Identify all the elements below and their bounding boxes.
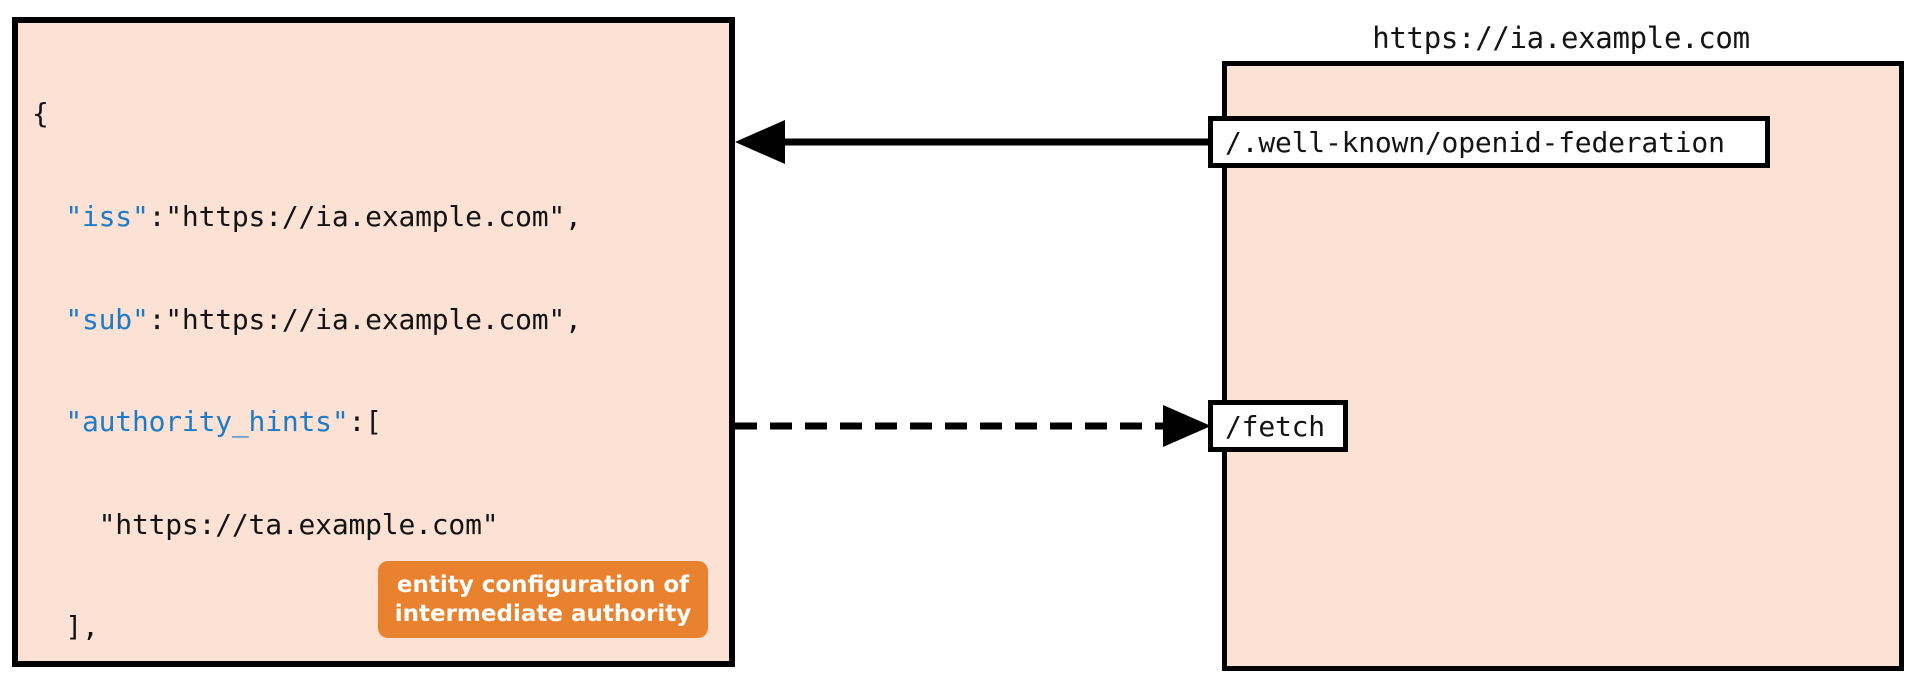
- connector-fetch-dashed: [700, 405, 1211, 447]
- endpoint-well-known-openid-federation[interactable]: /.well-known/openid-federation: [1208, 116, 1770, 168]
- json-line: "sub":"https://ia.example.com",: [32, 303, 682, 337]
- json-line: ],: [32, 610, 682, 644]
- badge-line-1: entity configuration of: [396, 571, 690, 598]
- json-token: :"https://ia.example.com",: [148, 302, 582, 336]
- json-line: "https://ta.example.com": [32, 508, 682, 542]
- json-token: {: [32, 97, 49, 131]
- entity-configuration-json: { "iss":"https://ia.example.com", "sub":…: [32, 29, 682, 690]
- entity-configuration-panel: { "iss":"https://ia.example.com", "sub":…: [12, 17, 735, 667]
- json-token: :[: [348, 405, 383, 439]
- json-token: "sub": [32, 302, 149, 336]
- json-token: "iss": [32, 200, 149, 233]
- json-token: ],: [32, 610, 99, 644]
- json-token: "authority_hints": [32, 405, 349, 439]
- endpoint-fetch[interactable]: /fetch: [1208, 400, 1348, 452]
- connector-wellknown-solid: [735, 120, 1210, 164]
- badge-line-2: intermediate authority: [394, 600, 692, 627]
- json-line: "iss":"https://ia.example.com",: [32, 200, 682, 234]
- entity-configuration-badge: entity configuration of intermediate aut…: [378, 561, 708, 638]
- json-line: {: [32, 97, 682, 131]
- host-title: https://ia.example.com: [1372, 21, 1750, 55]
- json-token: :"https://ia.example.com",: [148, 200, 582, 233]
- json-token: "https://ta.example.com": [32, 507, 499, 541]
- json-line: "authority_hints":[: [32, 405, 682, 439]
